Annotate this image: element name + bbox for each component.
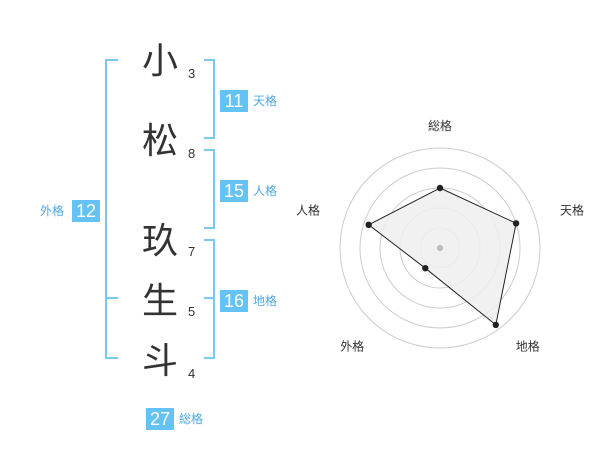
stroke-count-1: 3: [188, 66, 196, 81]
soukaku-label: 総格: [179, 412, 204, 426]
soukaku-value: 27: [146, 408, 174, 430]
radar-axis-label-1: 総格: [428, 118, 452, 133]
radar-point-2: [512, 220, 520, 227]
jinkaku-label: 人格: [253, 184, 278, 198]
jinkaku-bracket: [204, 149, 215, 229]
radar-axis-label-2: 天格: [560, 202, 584, 217]
radar-point-1: [436, 184, 444, 192]
name-char-1: 小: [141, 41, 178, 82]
radar-point-5: [365, 221, 372, 228]
radar-ring-4: [359, 167, 521, 329]
name-char-4: 生: [141, 281, 178, 322]
radar-axis-label-3: 地格: [516, 339, 540, 354]
stroke-count-3: 7: [188, 244, 196, 259]
gaikaku-bracket: [105, 59, 118, 359]
radar-point-4: [422, 265, 429, 272]
chikaku-value: 16: [220, 290, 248, 312]
stroke-count-5: 4: [188, 366, 196, 381]
name-char-5: 斗: [141, 341, 178, 382]
radar-axis-label-4: 外格: [340, 339, 364, 354]
radar-area: [367, 187, 517, 326]
gaikaku-label: 外格: [40, 204, 65, 218]
tenkaku-label: 天格: [253, 94, 278, 108]
stroke-count-2: 8: [188, 146, 196, 161]
name-char-2: 松: [141, 121, 178, 162]
radar-axis-label-5: 人格: [296, 202, 320, 217]
name-char-3: 玖: [141, 221, 178, 262]
stroke-count-4: 5: [188, 304, 196, 319]
tenkaku-bracket: [204, 59, 215, 139]
chikaku-label: 地格: [253, 294, 278, 308]
gaikaku-value: 12: [72, 200, 100, 222]
radar-point-3: [492, 321, 499, 329]
radar-ring-5: [339, 147, 541, 349]
jinkaku-value: 15: [220, 180, 248, 202]
tenkaku-value: 11: [220, 90, 248, 112]
radar-center-dot: [437, 245, 443, 251]
